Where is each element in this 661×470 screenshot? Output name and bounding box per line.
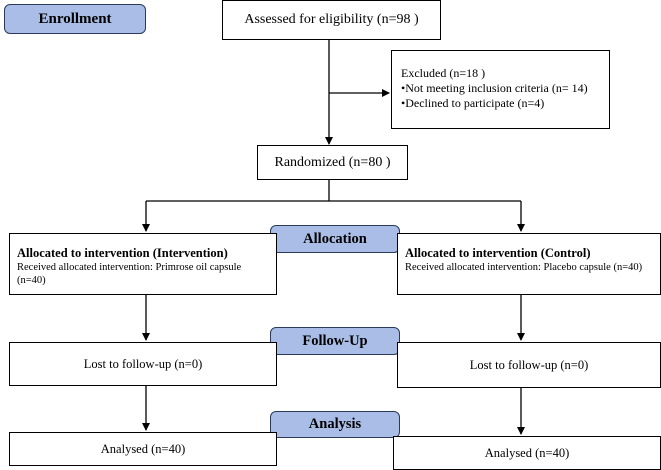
control-analysed-box: Analysed (n=40) [393,436,661,470]
stage-analysis: Analysis [270,411,400,438]
control-allocation-box: Allocated to intervention (Control) Rece… [397,233,661,295]
stage-followup: Follow-Up [270,327,400,355]
assessed-text: Assessed for eligibility (n=98 ) [244,12,419,27]
stage-enrollment-label: Enrollment [38,10,112,27]
intervention-analysed-text: Analysed (n=40) [100,441,186,456]
stage-analysis-label: Analysis [308,416,362,432]
assessed-box: Assessed for eligibility (n=98 ) [222,0,441,40]
intervention-lost-box: Lost to follow-up (n=0) [9,342,277,386]
control-lost-text: Lost to follow-up (n=0) [469,357,589,372]
randomized-box: Randomized (n=80 ) [257,145,408,180]
stage-allocation-label: Allocation [303,230,367,247]
control-title: Allocated to intervention (Control) [405,246,591,260]
excluded-reason-2: •Declined to participate (n=4) [401,96,545,110]
stage-followup-label: Follow-Up [302,332,368,349]
stage-allocation: Allocation [270,225,400,253]
control-detail: Received allocated intervention: Placebo… [405,262,643,273]
intervention-n: (n=40) [17,275,46,286]
intervention-allocation-box: Allocated to intervention (Intervention)… [9,233,277,295]
stage-enrollment: Enrollment [4,4,146,34]
intervention-title: Allocated to intervention (Intervention) [17,246,228,260]
intervention-analysed-box: Analysed (n=40) [9,432,277,466]
randomized-text: Randomized (n=80 ) [274,154,391,170]
intervention-lost-text: Lost to follow-up (n=0) [83,356,203,371]
control-analysed-text: Analysed (n=40) [484,445,570,460]
excluded-box: Excluded (n=18 ) •Not meeting inclusion … [391,50,610,129]
excluded-reason-1: •Not meeting inclusion criteria (n= 14) [401,81,588,95]
intervention-detail: Received allocated intervention: Primros… [17,262,242,273]
control-lost-box: Lost to follow-up (n=0) [397,342,661,388]
excluded-title: Excluded (n=18 ) [401,66,486,80]
